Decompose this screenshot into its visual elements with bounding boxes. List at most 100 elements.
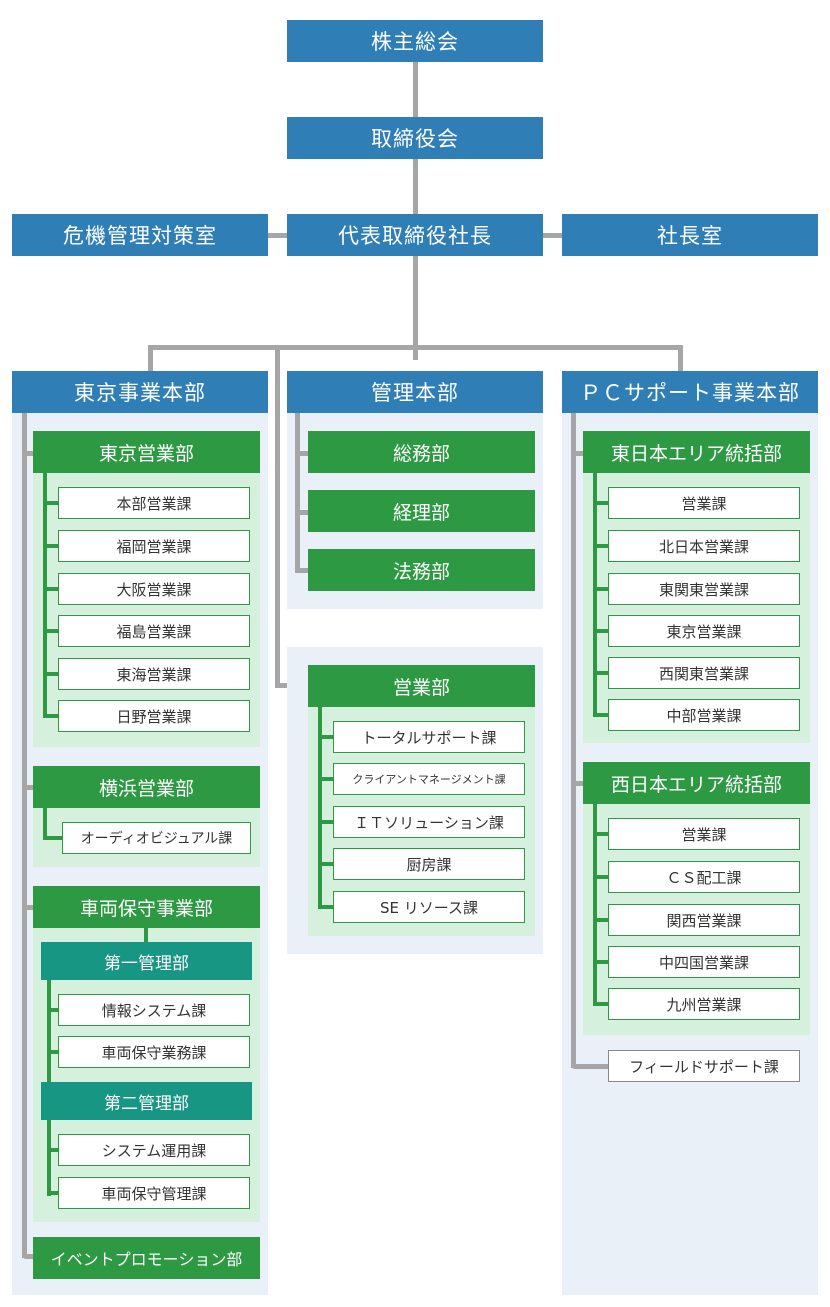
connector-line: [593, 671, 609, 675]
section-box: 関西営業課: [608, 904, 800, 936]
sales-division-group: [308, 665, 535, 936]
connector-line: [47, 1050, 59, 1054]
first-div: 第一管理部: [41, 942, 252, 980]
section-box: SE リソース課: [333, 891, 525, 923]
section-box: 福島営業課: [58, 615, 250, 647]
section-box: ＩＴソリューション課: [333, 806, 525, 838]
connector-line: [22, 905, 36, 910]
connector-line: [593, 544, 609, 548]
section-box: 車両保守管理課: [58, 1177, 250, 1209]
section-box: クライアントマネージメント課: [333, 763, 525, 795]
section-box: 車両保守業務課: [58, 1036, 250, 1068]
section-box: 九州営業課: [608, 988, 800, 1020]
connector-line: [593, 1002, 609, 1006]
connector-line: [571, 781, 585, 786]
section-box: 福岡営業課: [58, 530, 250, 562]
connector-line: [275, 345, 280, 688]
connector-line: [318, 735, 334, 739]
president-box: 代表取締役社長: [287, 214, 543, 256]
connector-line: [593, 473, 597, 717]
section-box: 中四国営業課: [608, 946, 800, 978]
board-box: 取締役会: [287, 117, 543, 159]
connector-line: [144, 928, 148, 942]
section-box: オーディオビジュアル課: [62, 822, 251, 854]
crisis-office-box: 危機管理対策室: [12, 214, 268, 256]
vehicle-dept: 車両保守事業部: [33, 886, 260, 928]
connector-line: [47, 1148, 59, 1152]
section-box: 東関東営業課: [608, 573, 800, 605]
section-box: 東京営業課: [608, 615, 800, 647]
tokyo-hq-title: 東京事業本部: [12, 371, 268, 413]
connector-line: [47, 980, 51, 1082]
connector-line: [593, 832, 609, 836]
connector-line: [148, 345, 683, 350]
section-box: 東海営業課: [58, 658, 250, 690]
section-box: 北日本営業課: [608, 530, 800, 562]
tokyo-sales-dept: 東京営業部: [33, 431, 260, 473]
connector-line: [593, 960, 609, 964]
section-box: 営業課: [608, 818, 800, 850]
pc-hq-title: ＰＣサポート事業本部: [562, 371, 818, 413]
connector-line: [22, 1254, 36, 1259]
connector-line: [413, 60, 418, 360]
shareholders-box: 株主総会: [287, 20, 543, 62]
connector-line: [571, 1064, 609, 1069]
connector-line: [678, 345, 683, 375]
section-box: 本部営業課: [58, 487, 250, 519]
connector-line: [47, 1191, 59, 1195]
section-box: 情報システム課: [58, 994, 250, 1026]
connector-line: [148, 345, 153, 375]
connector-line: [43, 629, 59, 633]
connector-line: [22, 413, 27, 1258]
president-office-box: 社長室: [562, 214, 818, 256]
section-box: 日野営業課: [58, 700, 250, 732]
connector-line: [43, 808, 47, 840]
connector-line: [295, 510, 309, 515]
connector-line: [43, 587, 59, 591]
connector-line: [593, 713, 609, 717]
section-box: 西関東営業課: [608, 657, 800, 689]
connector-line: [318, 707, 322, 909]
event-dept: イベントプロモーション部: [33, 1237, 260, 1279]
connector-line: [43, 473, 47, 718]
connector-line: [295, 568, 309, 573]
connector-line: [318, 862, 334, 866]
connector-line: [593, 875, 609, 879]
section-box: システム運用課: [58, 1134, 250, 1166]
connector-line: [295, 413, 300, 571]
connector-line: [47, 1008, 59, 1012]
section-box: ＣＳ配工課: [608, 861, 800, 893]
connector-line: [593, 918, 609, 922]
connector-line: [22, 785, 36, 790]
second-div: 第二管理部: [41, 1082, 252, 1120]
connector-line: [593, 804, 597, 1006]
admin-dept: 法務部: [308, 549, 535, 591]
admin-hq-title: 管理本部: [287, 371, 543, 413]
connector-line: [318, 820, 334, 824]
section-box: トータルサポート課: [333, 721, 525, 753]
connector-line: [593, 629, 609, 633]
yokohama-dept: 横浜営業部: [33, 766, 260, 808]
east-dept: 東日本エリア統括部: [583, 431, 810, 473]
connector-line: [43, 544, 59, 548]
connector-line: [571, 413, 576, 1068]
connector-line: [295, 451, 309, 456]
connector-line: [571, 451, 585, 456]
admin-dept: 経理部: [308, 490, 535, 532]
connector-line: [22, 451, 36, 456]
connector-line: [43, 836, 63, 840]
sales-division-title: 営業部: [308, 665, 535, 707]
west-dept: 西日本エリア統括部: [583, 762, 810, 804]
section-box: 大阪営業課: [58, 573, 250, 605]
section-box: 中部営業課: [608, 699, 800, 731]
connector-line: [43, 714, 59, 718]
section-box: 厨房課: [333, 848, 525, 880]
connector-line: [593, 587, 609, 591]
connector-line: [43, 672, 59, 676]
admin-dept: 総務部: [308, 431, 535, 473]
connector-line: [47, 1120, 51, 1196]
connector-line: [593, 501, 609, 505]
section-box: 営業課: [608, 487, 800, 519]
connector-line: [318, 777, 334, 781]
connector-line: [43, 501, 59, 505]
